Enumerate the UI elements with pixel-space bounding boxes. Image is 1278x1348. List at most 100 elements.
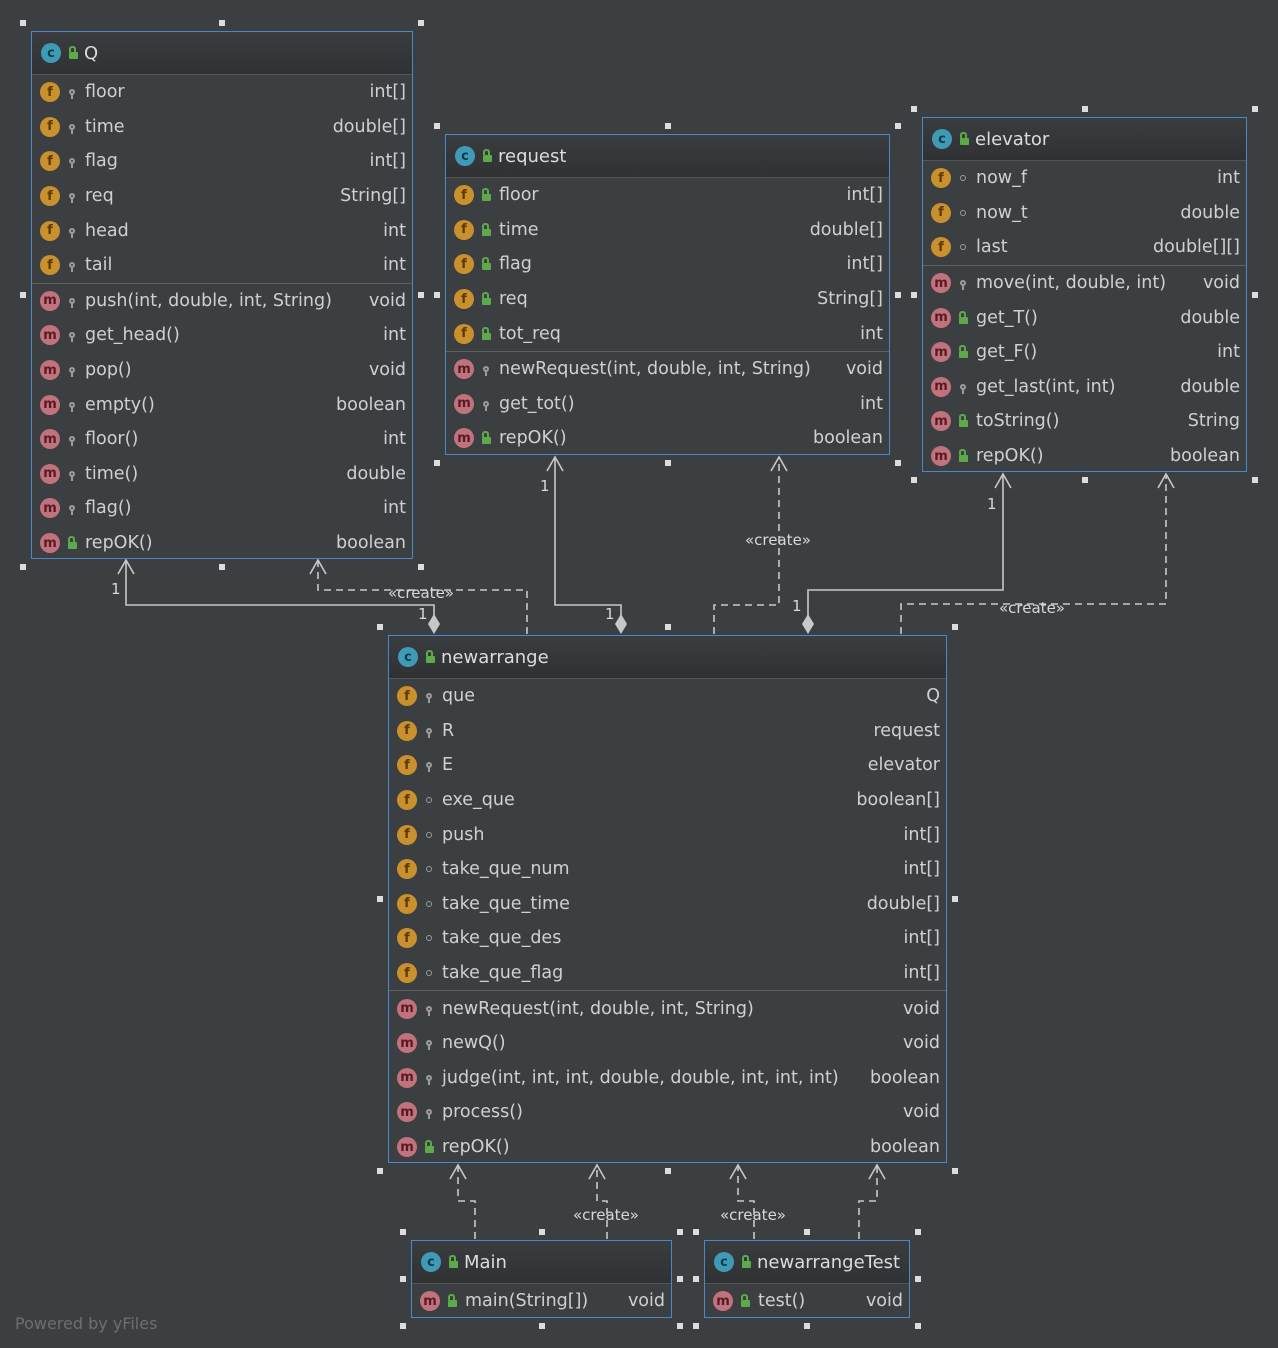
- resize-handle[interactable]: [1252, 291, 1258, 298]
- resize-handle[interactable]: [377, 1168, 383, 1174]
- resize-handle[interactable]: [895, 123, 901, 129]
- resize-handle[interactable]: [677, 1229, 683, 1235]
- resize-handle[interactable]: [895, 460, 901, 466]
- resize-handle[interactable]: [1252, 477, 1258, 483]
- resize-handle[interactable]: [400, 1323, 406, 1329]
- resize-handle[interactable]: [219, 20, 225, 26]
- resize-handle[interactable]: [434, 291, 440, 298]
- resize-handle[interactable]: [915, 1323, 921, 1329]
- resize-handle[interactable]: [677, 1276, 683, 1282]
- resize-handle[interactable]: [377, 624, 383, 630]
- resize-handle[interactable]: [693, 1323, 699, 1329]
- resize-handle[interactable]: [1081, 477, 1088, 483]
- resize-handle[interactable]: [434, 123, 440, 129]
- resize-handle[interactable]: [664, 123, 671, 129]
- resize-handle[interactable]: [400, 1276, 406, 1282]
- resize-handle[interactable]: [377, 896, 383, 902]
- resize-handle[interactable]: [219, 564, 225, 570]
- resize-handle[interactable]: [1081, 106, 1088, 112]
- resize-handle[interactable]: [664, 460, 671, 466]
- resize-handle[interactable]: [911, 106, 917, 112]
- resize-handle[interactable]: [664, 624, 671, 630]
- resize-handle[interactable]: [693, 1229, 699, 1235]
- resize-handle[interactable]: [434, 460, 440, 466]
- resize-handle[interactable]: [538, 1323, 545, 1329]
- resize-handle[interactable]: [20, 20, 26, 26]
- resize-handle[interactable]: [20, 292, 26, 298]
- resize-handle[interactable]: [952, 1168, 958, 1174]
- resize-handle[interactable]: [418, 20, 424, 26]
- resize-handle[interactable]: [915, 1229, 921, 1235]
- resize-handle[interactable]: [677, 1323, 683, 1329]
- resize-handle[interactable]: [911, 477, 917, 483]
- resize-handle[interactable]: [804, 1323, 810, 1329]
- resize-handle[interactable]: [915, 1276, 921, 1282]
- resize-handle[interactable]: [1252, 106, 1258, 112]
- resize-handle[interactable]: [952, 624, 958, 630]
- resize-handle[interactable]: [400, 1229, 406, 1235]
- resize-handle[interactable]: [804, 1229, 810, 1235]
- resize-handle[interactable]: [538, 1229, 545, 1235]
- resize-handle[interactable]: [20, 564, 26, 570]
- resize-handle[interactable]: [664, 1168, 671, 1174]
- resize-handle[interactable]: [418, 292, 424, 298]
- resize-handle[interactable]: [911, 291, 917, 298]
- resize-handle[interactable]: [693, 1276, 699, 1282]
- resize-handle[interactable]: [418, 564, 424, 570]
- resize-handle[interactable]: [952, 896, 958, 902]
